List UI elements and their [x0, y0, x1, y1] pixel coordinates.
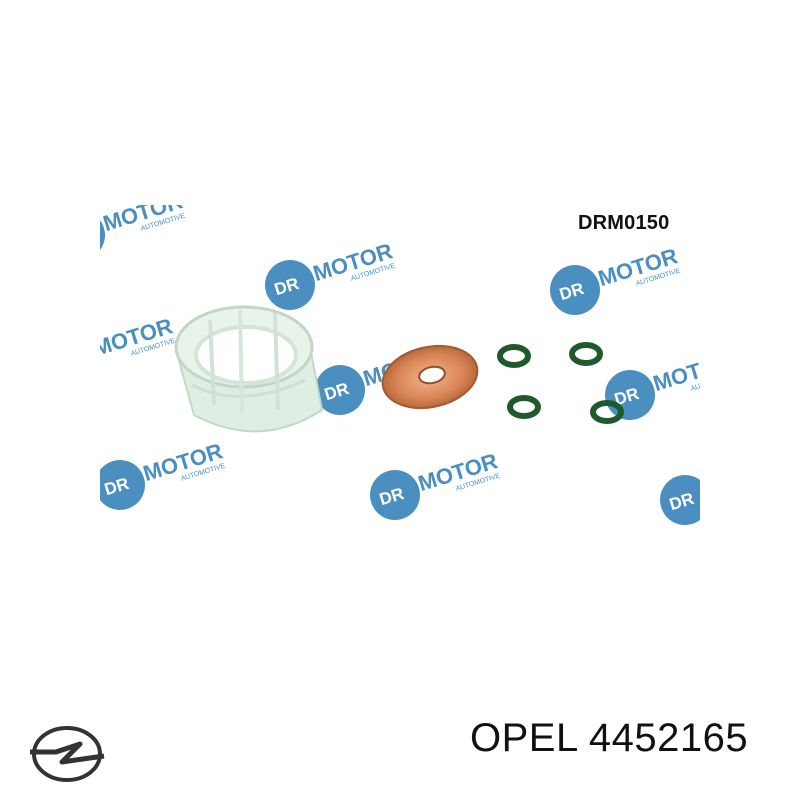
watermark-logo	[543, 234, 686, 322]
watermark-logo	[653, 444, 796, 532]
watermark-logo	[88, 429, 231, 517]
watermark-logo	[363, 439, 506, 527]
watermark-logo	[598, 339, 741, 427]
o-ring	[569, 342, 603, 366]
opel-logo-icon	[28, 722, 106, 786]
part-number: 4452165	[588, 716, 749, 760]
watermark-logo	[38, 304, 181, 392]
copper-washer	[381, 345, 479, 409]
o-ring	[507, 395, 541, 419]
product-photo-svg: DR MOTOR AUTOMOTIVE	[38, 179, 796, 532]
watermark-logo	[48, 179, 191, 267]
plastic-sleeve	[174, 305, 324, 433]
brand-name: OPEL	[470, 716, 578, 760]
o-ring	[590, 400, 624, 424]
product-photo: DR MOTOR AUTOMOTIVE	[38, 179, 796, 532]
watermark-logo	[258, 229, 401, 317]
o-ring	[497, 344, 531, 368]
part-code-label: DRM0150	[578, 212, 670, 234]
part-caption: OPEL 4452165	[470, 716, 748, 761]
